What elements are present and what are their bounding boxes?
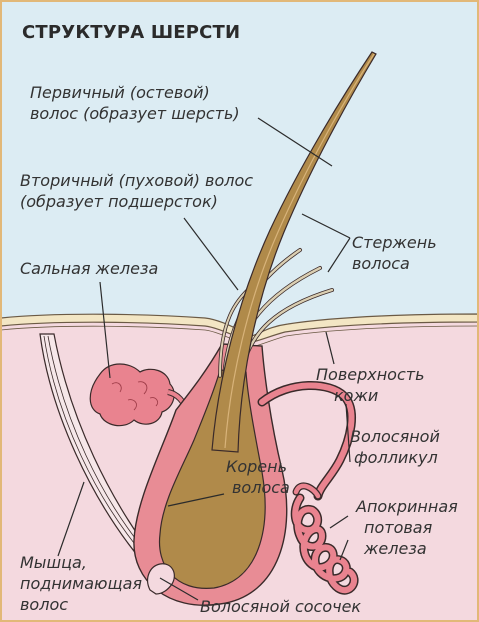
label-hair-papilla: Волосяной сосочек [200, 596, 361, 617]
label-primary-hair: Первичный (остевой) волос (образует шерс… [30, 82, 240, 124]
label-secondary-hair-line: (образует подшерсток) [20, 191, 253, 212]
label-arrector-muscle-line: Мышца, [20, 552, 142, 573]
label-apocrine-gland: Апокринная потовая железа [356, 496, 458, 559]
label-hair-follicle-line: фолликул [350, 447, 440, 468]
label-arrector-muscle-line: поднимающая [20, 573, 142, 594]
label-arrector-muscle-line: волос [20, 594, 142, 615]
label-hair-root-line: Корень [226, 456, 290, 477]
label-hair-root: Корень волоса [226, 456, 290, 498]
label-skin-surface-line: Поверхность [316, 364, 425, 385]
label-apocrine-gland-line: Апокринная [356, 496, 458, 517]
label-secondary-hair-line: Вторичный (пуховой) волос [20, 170, 253, 191]
label-hair-follicle: Волосяной фолликул [350, 426, 440, 468]
label-hair-follicle-line: Волосяной [350, 426, 440, 447]
diagram-title: СТРУКТУРА ШЕРСТИ [22, 22, 240, 43]
label-secondary-hair: Вторичный (пуховой) волос (образует подш… [20, 170, 253, 212]
label-apocrine-gland-line: потовая [356, 517, 458, 538]
label-primary-hair-line: волос (образует шерсть) [30, 103, 240, 124]
label-primary-hair-line: Первичный (остевой) [30, 82, 240, 103]
label-hair-shaft: Стержень волоса [352, 232, 437, 274]
label-arrector-muscle: Мышца, поднимающая волос [20, 552, 142, 615]
label-hair-root-line: волоса [226, 477, 290, 498]
label-hair-shaft-line: Стержень [352, 232, 437, 253]
label-skin-surface: Поверхность кожи [316, 364, 425, 406]
label-sebaceous-gland: Сальная железа [20, 258, 158, 279]
label-apocrine-gland-line: железа [356, 538, 458, 559]
label-skin-surface-line: кожи [316, 385, 425, 406]
label-hair-shaft-line: волоса [352, 253, 437, 274]
